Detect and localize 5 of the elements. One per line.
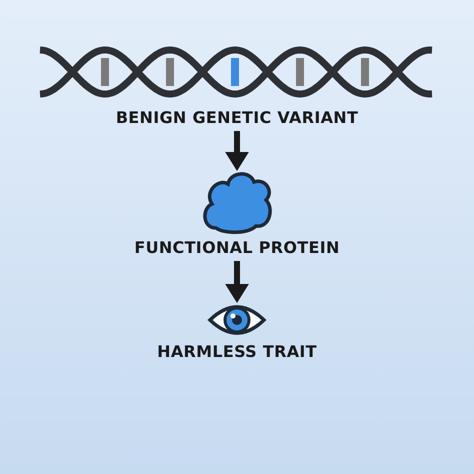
- node-label: BENIGN GENETIC VARIANT: [116, 108, 358, 127]
- node-label: FUNCTIONAL PROTEIN: [134, 238, 340, 257]
- arrow: [225, 131, 249, 171]
- node-label: HARMLESS TRAIT: [157, 342, 317, 361]
- arrow: [225, 261, 249, 303]
